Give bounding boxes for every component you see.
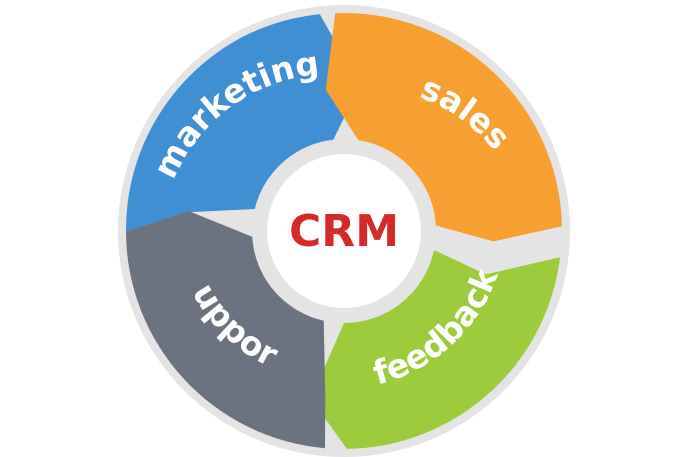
segment-feedback: [310, 243, 560, 449]
center-label: CRM: [289, 206, 399, 257]
segment-sales: [325, 13, 562, 242]
segment-marketing: [125, 14, 360, 233]
center-circle: [267, 154, 421, 308]
